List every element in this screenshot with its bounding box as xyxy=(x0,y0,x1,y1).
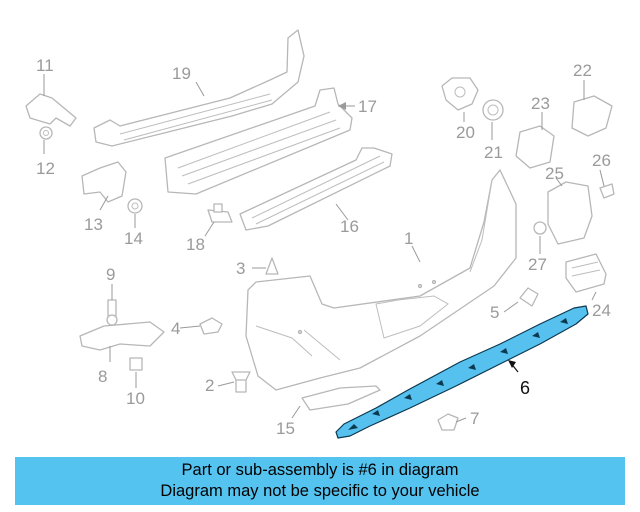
part-7-clip xyxy=(437,413,459,431)
banner-line-disclaimer: Diagram may not be specific to your vehi… xyxy=(160,482,480,500)
callout-18: 18 xyxy=(186,235,205,254)
callout-13: 13 xyxy=(84,215,103,234)
part-13-bracket xyxy=(81,161,127,203)
callout-labels: 11 12 19 17 13 14 18 16 20 21 23 22 25 2… xyxy=(36,56,611,438)
part-21-grommet xyxy=(482,99,504,121)
callout-15: 15 xyxy=(276,419,295,438)
callout-20: 20 xyxy=(456,123,475,142)
parts-diagram: 11 12 19 17 13 14 18 16 20 21 23 22 25 2… xyxy=(25,29,615,439)
callout-23: 23 xyxy=(531,94,550,113)
part-22-bracket xyxy=(571,95,613,137)
callout-26: 26 xyxy=(592,151,611,170)
callout-25: 25 xyxy=(545,164,564,183)
part-18-bolt xyxy=(207,203,233,223)
part-3-pin xyxy=(265,257,279,275)
part-9-screw xyxy=(106,299,118,326)
part-17-absorber xyxy=(164,87,353,195)
callout-8: 8 xyxy=(98,367,107,386)
part-16-beam xyxy=(239,147,393,231)
part-25-bracket xyxy=(547,181,593,245)
part-19-reinforcement xyxy=(93,29,305,147)
callout-16: 16 xyxy=(340,217,359,236)
part-8-bracket xyxy=(79,321,165,351)
part-23-bracket xyxy=(515,125,555,169)
callout-3: 3 xyxy=(236,259,245,278)
callout-2: 2 xyxy=(205,376,214,395)
callout-6-highlighted: 6 xyxy=(520,378,530,398)
part-5-bracket xyxy=(519,287,539,307)
info-banner: Part or sub-assembly is #6 in diagram Di… xyxy=(15,457,625,505)
callout-9: 9 xyxy=(106,265,115,284)
callout-12: 12 xyxy=(36,159,55,178)
part-10-nut xyxy=(129,357,143,371)
callout-14: 14 xyxy=(124,229,143,248)
callout-5: 5 xyxy=(490,303,499,322)
part-6-lower-molding xyxy=(335,305,589,439)
callout-22: 22 xyxy=(573,61,592,80)
callout-27: 27 xyxy=(528,255,547,274)
leader-6 xyxy=(508,360,519,373)
part-12-clip xyxy=(39,126,53,140)
callout-11: 11 xyxy=(36,56,54,75)
callout-10: 10 xyxy=(126,389,145,408)
part-11-bracket xyxy=(25,93,77,127)
callout-7: 7 xyxy=(470,409,479,428)
part-4-clip xyxy=(199,317,223,335)
callout-24: 24 xyxy=(592,301,611,320)
callout-17: 17 xyxy=(358,97,377,116)
callout-19: 19 xyxy=(172,64,191,83)
callout-4: 4 xyxy=(171,319,180,338)
leader-lines xyxy=(43,74,605,423)
part-27-clip xyxy=(533,221,547,235)
part-24-module xyxy=(565,253,607,293)
banner-line-part: Part or sub-assembly is #6 in diagram xyxy=(181,461,459,479)
callout-21: 21 xyxy=(484,143,503,162)
part-2-bolt xyxy=(231,371,251,393)
part-26-screw xyxy=(599,183,615,199)
part-20-sensor xyxy=(441,77,479,111)
part-14-nut xyxy=(127,198,143,214)
part-15-reflector xyxy=(301,385,381,411)
part-1-bumper-cover xyxy=(245,169,517,391)
callout-1: 1 xyxy=(404,229,413,248)
